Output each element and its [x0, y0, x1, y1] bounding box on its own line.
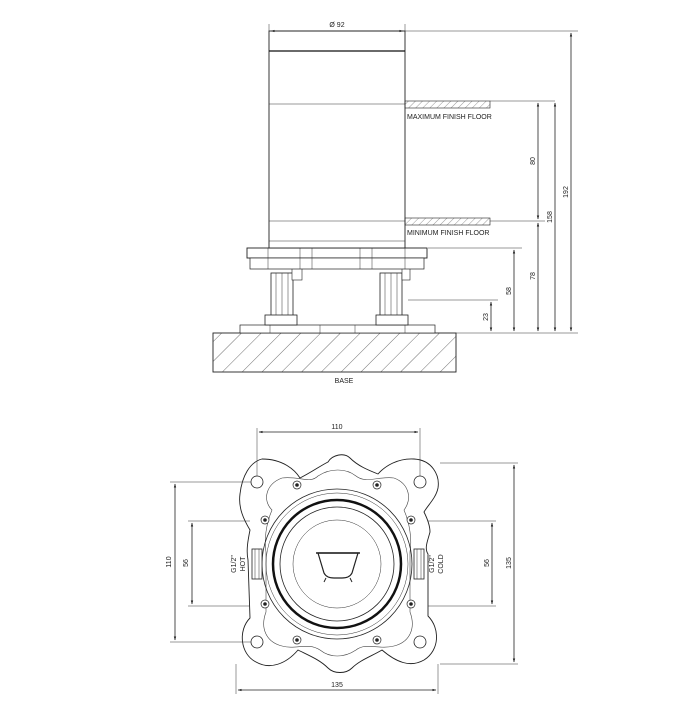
dim-left-110-text: 110 [166, 556, 173, 567]
ring-outer-2 [265, 492, 409, 636]
ring-body [271, 498, 403, 630]
dim-158-text: 158 [547, 211, 554, 223]
side-view: BASE [212, 22, 578, 385]
min-floor-indicator [404, 217, 545, 226]
mounting-plate [246, 247, 428, 270]
screws [260, 480, 416, 645]
hot-label: HOT [240, 556, 247, 572]
base-slab [212, 324, 457, 373]
bathtub-icon [316, 552, 360, 583]
plan-view: G1/2" HOT G1/2" COLD 110 135 110 [166, 424, 518, 694]
dim-58: 58 [506, 249, 516, 332]
dim-right-135: 135 [506, 464, 516, 663]
dim-left-56: 56 [183, 522, 194, 605]
dim-192-text: 192 [563, 186, 570, 198]
flange-inner-outline [263, 469, 413, 657]
dim-78: 78 [530, 222, 540, 332]
dim-diameter-text: Ø 92 [329, 22, 344, 29]
dim-78-text: 78 [530, 272, 537, 280]
dim-158: 158 [547, 102, 557, 332]
dim-right-135-text: 135 [506, 557, 513, 569]
dim-left-110: 110 [166, 483, 177, 641]
dim-bottom-135: 135 [237, 682, 437, 692]
cold-label: COLD [438, 554, 445, 573]
cold-port [413, 548, 425, 580]
dim-58-text: 58 [506, 287, 513, 295]
dim-23: 23 [483, 301, 493, 332]
dim-diameter: Ø 92 [270, 22, 404, 33]
dim-192: 192 [563, 32, 573, 332]
base-label: BASE [335, 378, 354, 385]
cold-size-label: G1/2" [429, 555, 436, 573]
dim-23-text: 23 [483, 313, 490, 321]
max-floor-indicator [404, 100, 555, 109]
hot-port [251, 548, 263, 580]
max-floor-label: MAXIMUM FINISH FLOOR [407, 114, 492, 121]
ring-inner [279, 506, 395, 622]
mount-hole-br [413, 635, 427, 649]
dim-right-56: 56 [484, 522, 494, 605]
support-post-right [375, 267, 411, 326]
support-post-left [264, 267, 303, 326]
dim-right-56-text: 56 [484, 559, 491, 567]
dim-80: 80 [530, 102, 540, 220]
min-floor-label: MINIMUM FINISH FLOOR [407, 230, 489, 237]
dim-top-110-text: 110 [331, 424, 342, 431]
dim-top-110: 110 [258, 424, 419, 434]
hot-size-label: G1/2" [231, 555, 238, 573]
dim-80-text: 80 [530, 157, 537, 165]
ring-core [292, 519, 382, 609]
cylinder-body [268, 30, 406, 249]
dim-left-56-text: 56 [183, 559, 190, 567]
dim-bottom-135-text: 135 [331, 682, 343, 689]
